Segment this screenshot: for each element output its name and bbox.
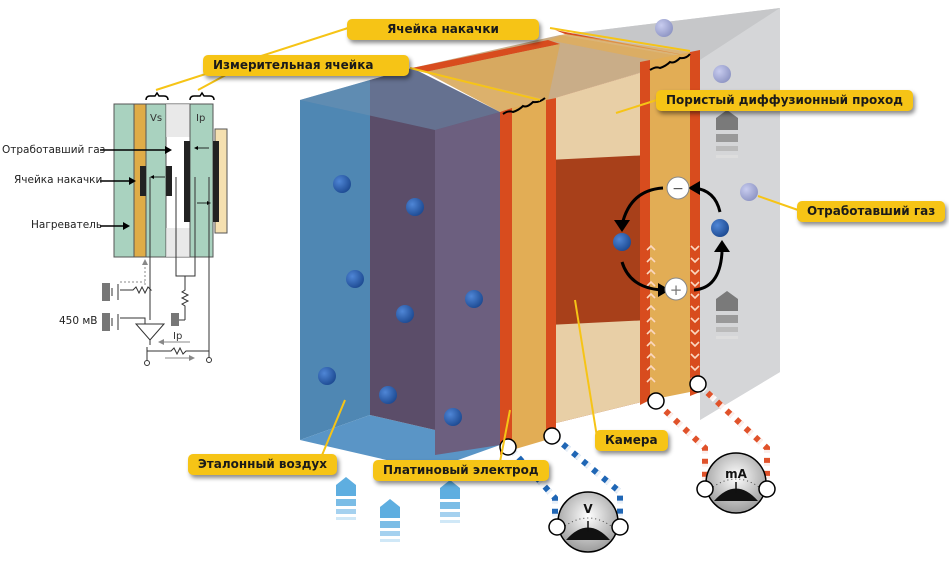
reference-air-block: [300, 80, 500, 470]
oxygen-molecule: [379, 386, 397, 404]
ip-current-label: Ip: [173, 331, 182, 342]
oxygen-molecule: [406, 198, 424, 216]
ground-block-icon: [171, 313, 179, 326]
exhaust-molecule: [655, 19, 673, 37]
ip-label: Ip: [196, 113, 205, 124]
exhaust-molecule: [713, 65, 731, 83]
cell-schematic: Vs Ip: [100, 91, 228, 366]
oxygen-molecule: [444, 408, 462, 426]
ammeter-wires: [653, 381, 770, 484]
callout-reference-air: Эталонный воздух: [188, 454, 337, 475]
vs-brace-icon: [145, 91, 169, 101]
oxygen-molecule: [465, 290, 483, 308]
ion-flow-chevrons: [646, 244, 700, 384]
porous-diffusion-bottom: [548, 320, 650, 425]
measuring-cell-layers: [412, 40, 560, 455]
positive-ion-marker: +: [664, 277, 688, 301]
measuring-cell-body: [300, 68, 500, 455]
oxygen-molecule: [318, 367, 336, 385]
terminal-icon: [206, 357, 212, 363]
oxygen-molecule: [396, 305, 414, 323]
callout-chamber: Камера: [595, 430, 668, 451]
svg-text:−: −: [672, 181, 684, 197]
callout-measuring-cell: Измерительная ячейка: [203, 55, 409, 76]
terminal-icon: [144, 360, 150, 366]
oxygen-molecule: [613, 233, 631, 251]
callout-porous-diffusion-path: Пористый диффузионный проход: [656, 90, 913, 111]
oxygen-molecule: [333, 175, 351, 193]
reference-air-flow-arrow: [380, 499, 400, 542]
pump-cell-layers: [548, 30, 700, 405]
amplifier-icon: [134, 323, 166, 341]
exhaust-flow-arrow-upper: [716, 110, 738, 158]
svg-text:+: +: [670, 281, 683, 299]
ip-brace-icon: [189, 91, 215, 101]
voltage-source-icon: [102, 283, 110, 301]
oxygen-molecule: [346, 270, 364, 288]
reference-air-flow-arrow: [336, 477, 356, 520]
voltmeter-label: V: [583, 502, 593, 516]
negative-ion-marker: −: [666, 176, 690, 200]
exhaust-flow-arrow-lower: [716, 291, 738, 339]
schematic-label-pump-cell: Ячейка накачки: [14, 174, 103, 186]
vs-label: Vs: [150, 113, 162, 124]
pump-cell-brace: [649, 53, 691, 71]
schematic-label-heater: Нагреватель: [31, 219, 103, 231]
porous-diffusion-top: [548, 70, 650, 160]
callout-exhaust-gas: Отработавший газ: [797, 201, 946, 222]
voltmeter: V: [548, 491, 629, 553]
schematic-label-exhaust-gas: Отработавший газ: [2, 144, 106, 156]
exhaust-molecule: [740, 183, 758, 201]
callout-pump-cell: Ячейка накачки: [347, 19, 539, 40]
ammeter-label: mA: [725, 467, 748, 481]
schematic-label-voltage-ref: 450 мВ: [59, 315, 98, 327]
callout-platinum-electrode: Платиновый электрод: [373, 460, 549, 481]
ammeter: mA: [696, 452, 776, 514]
reference-air-flow-arrow: [440, 480, 460, 523]
oxygen-molecule: [711, 219, 729, 237]
oxygen-molecules: [318, 19, 758, 426]
voltage-source-icon: [102, 313, 110, 331]
measuring-cell-brace: [502, 97, 546, 115]
